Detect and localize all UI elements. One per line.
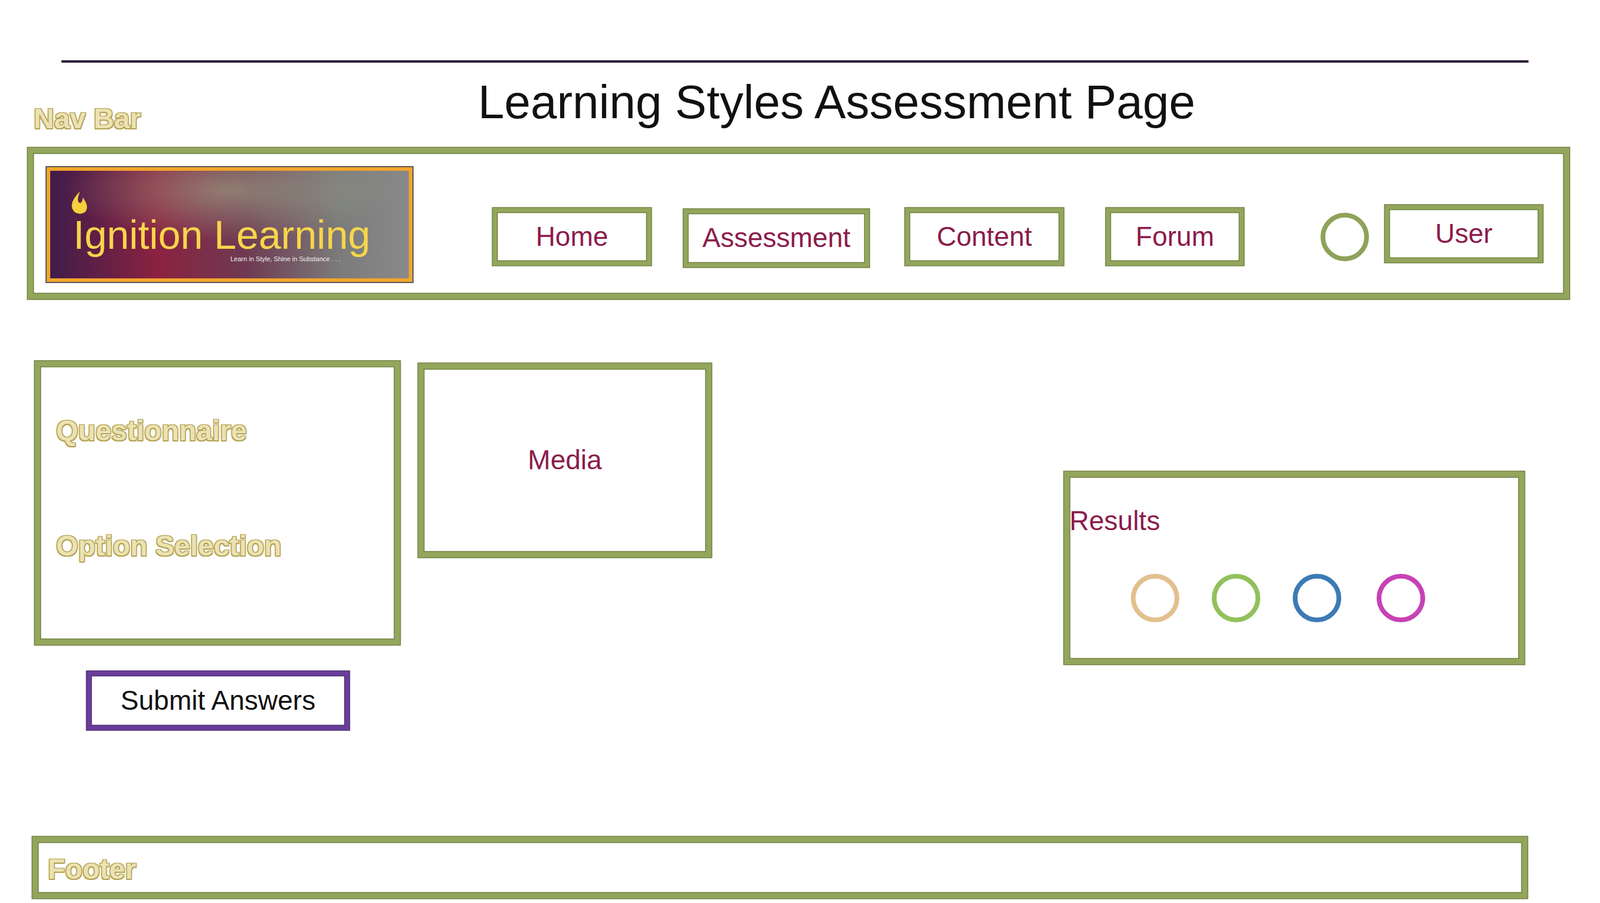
logo-background (46, 167, 413, 282)
footer-bar-label: Footer (47, 851, 136, 887)
media-panel-label: Media (527, 443, 602, 477)
nav-button: User (1384, 205, 1543, 263)
nav-button-label: Content (936, 220, 1032, 253)
logo-banner: Ignition LearningLearn in Style, Shine i… (46, 167, 413, 282)
submit-button-label: Submit Answers (120, 684, 316, 717)
results-panel-label: Results (1069, 504, 1520, 538)
result-circle (1133, 576, 1177, 620)
nav-bar-label: Nav Bar (33, 101, 141, 136)
nav-button-label: Assessment (702, 221, 851, 255)
nav-button-label: User (1435, 217, 1493, 250)
nav-bar: Nav BarIgnition LearningLearn in Style, … (27, 147, 1570, 299)
page-title: Learning Styles Assessment Page (477, 73, 1196, 131)
questionnaire-panel-label: Option Selection (56, 528, 282, 564)
questionnaire-panel-label: Questionnaire (56, 413, 247, 448)
logo-banner-label: Ignition Learning (73, 211, 371, 258)
logo-banner-label: Learn in Style, Shine in Substance . . . (230, 255, 341, 263)
submit-button: Submit Answers (86, 671, 350, 730)
nav-button: Assessment (683, 209, 870, 268)
nav-button-label: Forum (1135, 220, 1215, 253)
nav-button: Forum (1106, 207, 1244, 266)
result-circle (1295, 576, 1339, 620)
media-panel: Media (418, 363, 712, 558)
title-rule (61, 60, 1529, 63)
nav-button: Content (905, 207, 1064, 266)
logo-glow (46, 167, 413, 282)
questionnaire-panel: QuestionnaireOption Selection (34, 361, 400, 645)
result-circle (1214, 576, 1258, 620)
flame-icon (72, 191, 88, 214)
results-panel: Results (1064, 471, 1525, 665)
nav-button: Home (492, 207, 652, 266)
footer-bar: Footer (32, 836, 1528, 899)
user-avatar-circle (1322, 215, 1367, 259)
result-circle (1379, 576, 1423, 620)
nav-button-label: Home (535, 220, 609, 253)
